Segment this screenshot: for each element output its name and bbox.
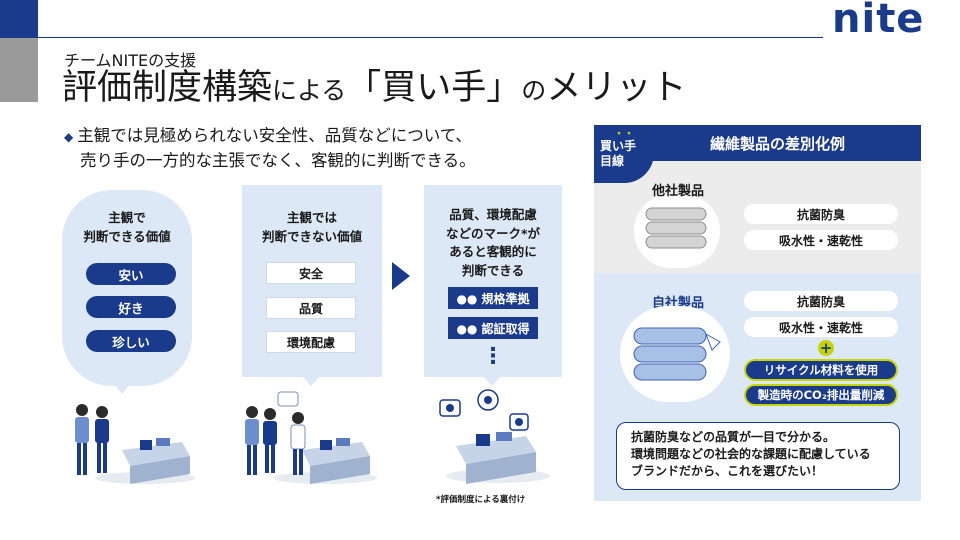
- mark-panel: [424, 185, 562, 377]
- pill-like: 好き: [86, 296, 176, 318]
- bullet-line-2: 売り手の一方的な主張でなく、客観的に判断できる。: [80, 151, 476, 170]
- plus-icon: +: [818, 339, 834, 357]
- badge-line-2: 目線: [600, 154, 625, 168]
- buyer-comment-line-1: 抗菌防臭などの品質が一目で分かる。: [631, 430, 836, 444]
- subjective-value-bubble: [62, 190, 192, 386]
- pill-rare: 珍しい: [86, 330, 176, 352]
- bullet-text: ◆主観では見極められない安全性、品質などについて、 売り手の一方的な主張でなく、…: [64, 124, 584, 173]
- arrow-right-icon: [392, 262, 410, 290]
- title-part-1: 評価制度構築: [62, 68, 273, 108]
- panel3-title: 品質、環境配慮 などのマーク*が あると客観的に 判断できる: [424, 206, 562, 280]
- other-tag-antibacterial: 抗菌防臭: [744, 204, 898, 224]
- bullet-line-1: 主観では見極められない安全性、品質などについて、: [77, 126, 472, 145]
- more-dots-icon: ⋮: [482, 343, 504, 369]
- counter-with-marks-illustration: [439, 389, 550, 484]
- footnote: *評価制度による裏付け: [436, 495, 526, 505]
- panel2-title-line-2: 判断できない価値: [261, 229, 362, 244]
- title-part-4: の: [521, 76, 547, 105]
- mark-standard: ●● 規格準拠: [448, 287, 538, 309]
- panel2-tail: [303, 377, 319, 386]
- panel2-title-line-1: 主観では: [286, 210, 337, 225]
- pill-cheap: 安い: [86, 263, 176, 285]
- people-illustration-2: [245, 391, 377, 484]
- title-part-2: による: [272, 76, 347, 105]
- other-tag-quickdry: 吸水性・速乾性: [744, 230, 898, 250]
- own-tag-quickdry: 吸水性・速乾性: [744, 317, 898, 337]
- title-part-5: メリット: [546, 68, 687, 108]
- header-rule: [38, 37, 823, 38]
- own-tag-antibacterial: 抗菌防臭: [744, 291, 898, 311]
- page-title: 評価制度構築による「買い手」のメリット: [62, 66, 686, 113]
- panel3-title-line-3: あると客観的に: [449, 244, 537, 259]
- comparison-header-text: 繊維製品の差別化例: [709, 134, 845, 153]
- own-tag-co2: 製造時のCO₂排出量削減: [744, 384, 898, 406]
- title-part-3: 「買い手」: [346, 68, 522, 108]
- people-illustration-1: [75, 404, 195, 484]
- badge-dots: ・・: [614, 129, 634, 140]
- bubble-tail: [112, 382, 132, 394]
- panel3-tail: [484, 377, 500, 386]
- side-accent: [0, 38, 38, 102]
- diamond-bullet-icon: ◆: [64, 130, 74, 144]
- panel1-title: 主観で 判断できる価値: [62, 208, 192, 246]
- box-quality: 品質: [266, 297, 356, 319]
- folded-towels-blue-icon: [633, 327, 721, 381]
- folded-towels-gray-icon: [645, 207, 707, 249]
- buyer-comment-line-3: ブランドだから、これを選びたい！: [631, 464, 824, 478]
- page-subtitle: チームNITEの支援: [64, 51, 197, 70]
- buyer-perspective-badge: ・・ 買い手 目線: [594, 125, 654, 183]
- box-eco: 環境配慮: [266, 331, 356, 353]
- panel1-title-line-1: 主観で: [108, 210, 146, 225]
- corner-accent: [0, 0, 38, 38]
- nite-logo: nite: [832, 0, 925, 42]
- panel2-title: 主観では 判断できない価値: [242, 208, 382, 246]
- box-safety: 安全: [266, 262, 356, 284]
- badge-line-1: 買い手: [600, 139, 637, 153]
- buyer-comment-bubble: 抗菌防臭などの品質が一目で分かる。 環境問題などの社会的な課題に配慮している ブ…: [616, 422, 900, 490]
- panel3-title-line-4: 判断できる: [461, 262, 525, 278]
- own-tag-recycled: リサイクル材料を使用: [744, 359, 898, 381]
- mark-certified: ●● 認証取得: [448, 317, 538, 339]
- panel3-title-line-2: などのマーク*が: [445, 225, 541, 241]
- other-product-label: 他社製品: [652, 184, 705, 199]
- panel3-title-line-1: 品質、環境配慮: [449, 207, 537, 222]
- panel1-title-line-2: 判断できる価値: [83, 229, 171, 244]
- buyer-comment-line-2: 環境問題などの社会的な課題に配慮している: [631, 447, 871, 461]
